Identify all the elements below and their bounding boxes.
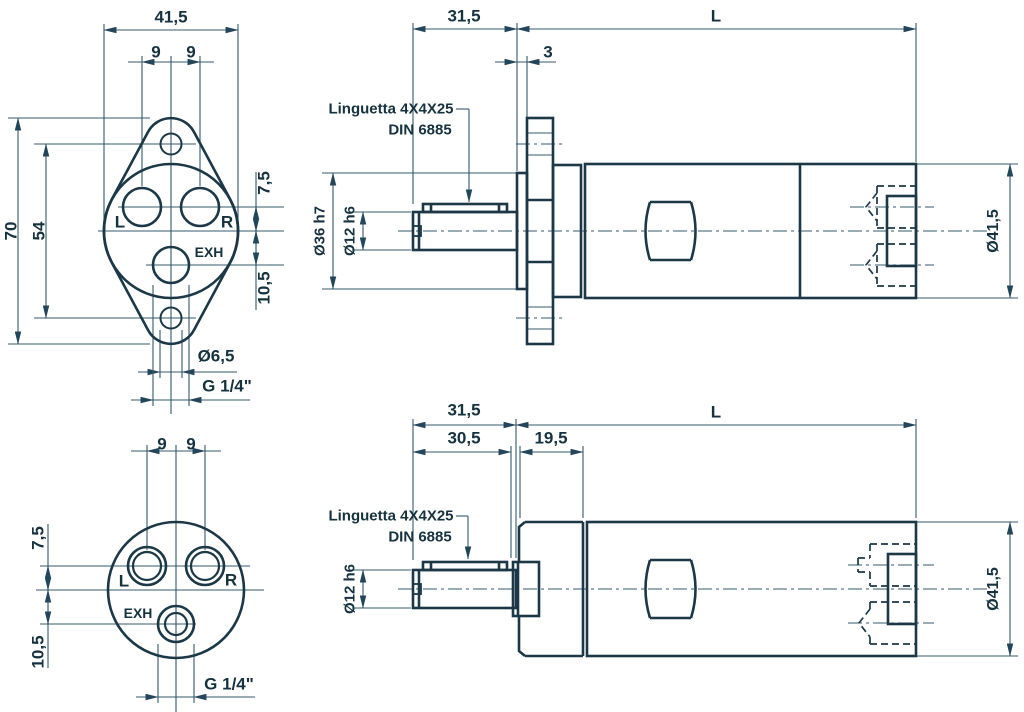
dim-port-thread-2: G 1/4" — [204, 674, 254, 694]
dim-pilot-length: 3 — [543, 42, 553, 62]
dim-front-section-length: 19,5 — [534, 428, 568, 448]
dim-port-pitch-left-2: 9 — [157, 434, 167, 454]
dim-port-pitch-right-2: 9 — [186, 434, 196, 454]
port-label-left: L — [114, 212, 126, 232]
dim-overall-width: 41,5 — [154, 7, 188, 27]
dim-shaft-total-length: 31,5 — [447, 400, 481, 420]
dim-shaft-diameter-2: Ø12 h6 — [341, 563, 359, 615]
dim-shaft-length: 31,5 — [447, 6, 481, 26]
dim-body-diameter: Ø41,5 — [985, 209, 1002, 253]
key-note-line2: DIN 6885 — [388, 121, 452, 139]
dim-shaft-length-2: 30,5 — [447, 428, 481, 448]
dim-exhaust-offset-2: 10,5 — [28, 635, 48, 669]
port-label-left-2: L — [118, 571, 130, 591]
plain-side-view — [352, 419, 1018, 658]
dim-port-pitch-left: 9 — [151, 42, 161, 62]
port-label-right-2: R — [224, 570, 238, 590]
flange-side-view — [322, 23, 1018, 346]
key-note-line1: Linguetta 4X4X25 — [328, 100, 454, 118]
dim-pilot-diameter: Ø36 h7 — [311, 205, 329, 257]
port-label-right: R — [220, 212, 234, 232]
key-note-line2-2: DIN 6885 — [388, 528, 452, 546]
flange-front-view — [8, 24, 284, 414]
dim-mount-hole-pitch: 54 — [29, 221, 49, 241]
dim-overall-height: 70 — [1, 221, 21, 241]
dim-shaft-diameter: Ø12 h6 — [341, 205, 359, 257]
port-label-exhaust-2: EXH — [123, 605, 153, 621]
plain-front-view — [36, 445, 264, 712]
dim-port-pitch-right: 9 — [186, 42, 196, 62]
dim-mount-hole-diameter: Ø6,5 — [197, 346, 235, 366]
key-note-line1-2: Linguetta 4X4X25 — [328, 507, 454, 525]
dim-body-length-2: L — [710, 402, 722, 422]
dim-exhaust-offset: 10,5 — [254, 271, 274, 305]
dim-body-length: L — [710, 6, 722, 26]
port-label-exhaust: EXH — [194, 244, 224, 260]
dim-body-diameter-2: Ø41,5 — [985, 567, 1002, 611]
dim-port-thread: G 1/4" — [202, 376, 252, 396]
dim-port-offset: 7,5 — [254, 171, 274, 195]
dim-port-offset-2: 7,5 — [28, 526, 48, 550]
